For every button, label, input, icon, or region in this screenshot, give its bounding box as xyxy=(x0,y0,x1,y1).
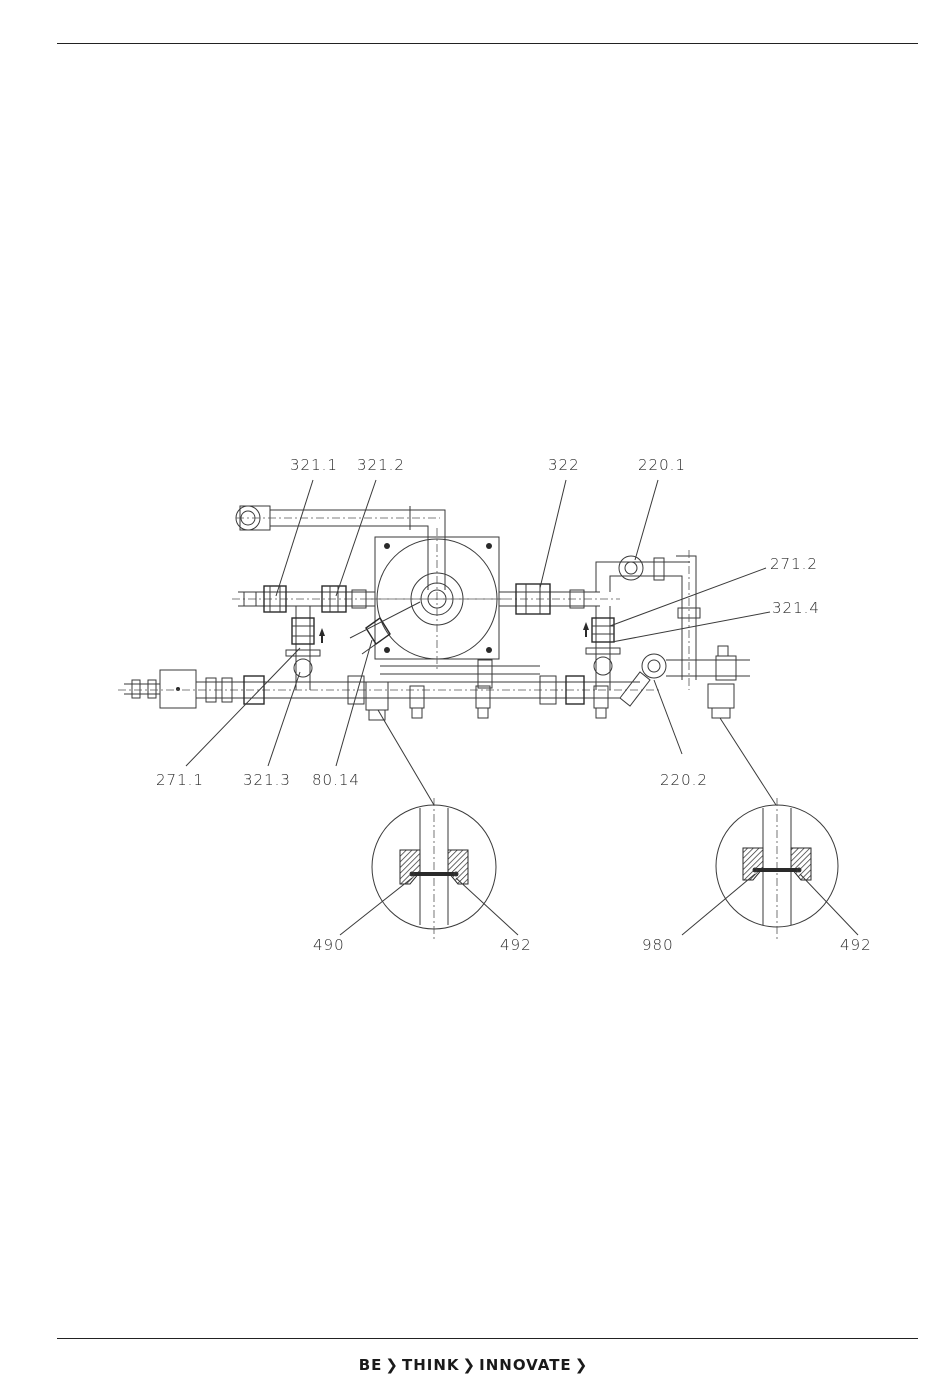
suction-line xyxy=(232,584,620,614)
label-321-3: 321.3 xyxy=(243,771,291,789)
slogan-word-be: BE xyxy=(359,1356,383,1374)
label-220-2: 220.2 xyxy=(660,771,708,789)
detail-right xyxy=(716,798,838,940)
label-321-1: 321.1 xyxy=(290,456,338,474)
footer-rule xyxy=(57,1338,918,1339)
slogan-word-innovate: INNOVATE xyxy=(479,1356,572,1374)
discharge-line xyxy=(118,660,660,720)
chevron-right-icon: ❯ xyxy=(575,1356,589,1374)
label-492-left: 492 xyxy=(500,936,532,954)
left-branch xyxy=(286,606,325,690)
slogan-word-think: THINK xyxy=(402,1356,460,1374)
label-322: 322 xyxy=(548,456,580,474)
top-return-pipe xyxy=(236,506,445,590)
chevron-right-icon: ❯ xyxy=(463,1356,477,1374)
chevron-right-icon: ❯ xyxy=(385,1356,399,1374)
detail-left xyxy=(372,798,496,940)
label-321-2: 321.2 xyxy=(357,456,405,474)
footer-slogan: BE❯THINK❯INNOVATE❯ xyxy=(0,1356,950,1374)
label-980: 980 xyxy=(642,936,674,954)
label-492-right: 492 xyxy=(840,936,872,954)
label-321-4: 321.4 xyxy=(772,599,820,617)
label-80-14: 80.14 xyxy=(312,771,360,789)
label-271-1: 271.1 xyxy=(156,771,204,789)
label-490: 490 xyxy=(313,936,345,954)
label-220-1: 220.1 xyxy=(638,456,686,474)
label-271-2: 271.2 xyxy=(770,555,818,573)
right-branch xyxy=(583,562,620,690)
